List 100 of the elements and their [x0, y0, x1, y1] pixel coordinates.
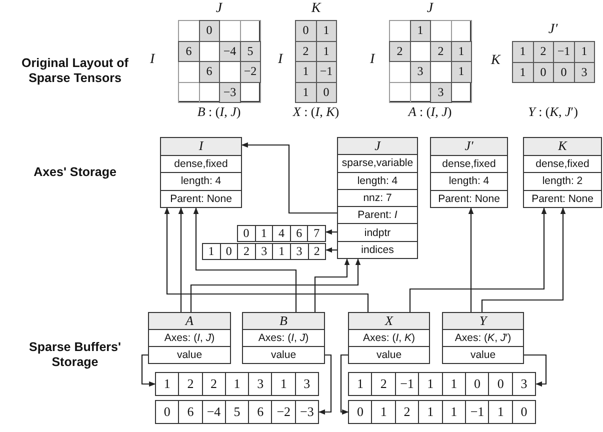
axis-table [337, 137, 418, 260]
table-row: value [270, 349, 296, 361]
arrow [314, 258, 350, 312]
table-row: value [470, 349, 496, 361]
array-cell: 3 [512, 373, 536, 395]
arrow [481, 207, 566, 312]
axis-label: K [310, 1, 322, 17]
table-row: value [176, 349, 202, 361]
matrix-caption: X : (I, K) [292, 104, 340, 120]
matrix-caption: Y : (K, J′) [527, 104, 579, 120]
sparse-matrix [295, 20, 336, 102]
array-cell: 3 [248, 373, 272, 395]
table-row: dense,fixed [174, 158, 228, 170]
arrow [326, 247, 337, 253]
axis-table [160, 137, 242, 208]
table-row: length: 4 [180, 175, 222, 188]
matrix-cell: 3 [410, 61, 431, 82]
matrix-cell: −4 [219, 40, 240, 62]
array-cell: 1 [271, 373, 295, 395]
table-header: A [186, 313, 194, 329]
matrix-cell: 1 [512, 62, 534, 83]
array-cell: 2 [308, 244, 326, 259]
buffer-table [242, 312, 325, 364]
array-cell: 6 [290, 226, 308, 241]
array-cell: −1 [394, 373, 418, 395]
array-cell: 2 [202, 373, 225, 395]
matrix-cell: 6 [178, 40, 200, 62]
matrix-cell: 3 [430, 82, 452, 103]
matrix-cell: 0 [198, 20, 220, 42]
matrix-cell: 2 [430, 40, 452, 62]
table-header: Y [479, 313, 487, 329]
value-array [348, 400, 536, 424]
axis-label: I [150, 52, 155, 68]
arrow [325, 229, 337, 235]
sparse-matrix [178, 20, 260, 102]
matrix-cell: −2 [240, 61, 261, 82]
array-cell: 1 [442, 373, 466, 395]
array-cell: 2 [178, 373, 202, 395]
axis-table [430, 137, 508, 208]
array-cell: 4 [272, 226, 290, 241]
section-label: Original Layout of Sparse Tensors [20, 56, 130, 86]
matrix-cell: 1 [295, 82, 316, 103]
array-cell: 0 [220, 244, 238, 259]
axis-label: J [426, 1, 434, 17]
array-cell: 2 [371, 373, 395, 395]
table-row: Axes: (I, J) [258, 332, 309, 344]
table-header: K [558, 138, 567, 154]
table-header: J′ [464, 138, 474, 154]
matrix-cell: −1 [553, 41, 574, 62]
section-label: Sparse Buffers' Storage [28, 340, 122, 370]
matrix-cell: 5 [240, 40, 261, 62]
table-row: length: 2 [542, 175, 583, 188]
axis-label: I [370, 52, 375, 68]
value-array [237, 225, 326, 242]
array-cell-text: 1 [356, 375, 364, 393]
arrow [193, 207, 297, 312]
table-row: Axes: (I, J) [164, 332, 215, 344]
table-row: dense,fixed [442, 158, 496, 170]
matrix-cell: 0 [316, 82, 337, 103]
matrix-cell: 1 [316, 20, 337, 42]
matrix-caption: B : (I, J) [196, 104, 242, 120]
array-cell-text: 1 [207, 244, 216, 259]
array-cell: 7 [307, 226, 325, 241]
array-cell: 1 [418, 373, 442, 395]
array-cell: 2 [394, 401, 418, 423]
matrix-caption: A : (I, J) [406, 104, 453, 120]
table-header: X [385, 313, 393, 329]
array-cell: 0 [465, 373, 488, 395]
arrow [164, 207, 369, 312]
value-array [155, 400, 320, 424]
array-cell-text: 1 [162, 375, 172, 393]
matrix-cell: 0 [295, 20, 316, 42]
array-cell-text: 0 [356, 403, 364, 421]
matrix-cell: 1 [450, 40, 472, 62]
matrix-cell: 3 [574, 62, 595, 83]
table-header: B [280, 313, 288, 329]
table-row: indices [361, 244, 394, 256]
table-header: J [374, 138, 380, 154]
section-label: Axes' Storage [32, 165, 118, 180]
array-cell: 2 [237, 244, 255, 259]
table-header: I [198, 138, 204, 154]
buffer-table [148, 312, 231, 364]
axis-table [523, 137, 602, 208]
table-row: Parent: None [170, 192, 232, 205]
arrow [141, 354, 156, 387]
matrix-cell: 2 [389, 40, 410, 62]
value-array [202, 243, 326, 260]
array-cell-text: 0 [242, 226, 250, 241]
array-cell: −4 [202, 401, 225, 423]
table-row: Axes: (K, J′) [454, 332, 512, 344]
matrix-cell: −1 [316, 61, 337, 82]
array-cell: 1 [418, 401, 442, 423]
array-cell: −1 [465, 401, 488, 423]
value-array [348, 372, 536, 396]
arrow [190, 258, 361, 312]
arrow [524, 354, 547, 387]
table-row: Parent: None [438, 192, 500, 205]
table-row: dense,fixed [536, 158, 590, 170]
array-cell: 3 [254, 244, 272, 259]
matrix-cell: 1 [512, 41, 534, 62]
